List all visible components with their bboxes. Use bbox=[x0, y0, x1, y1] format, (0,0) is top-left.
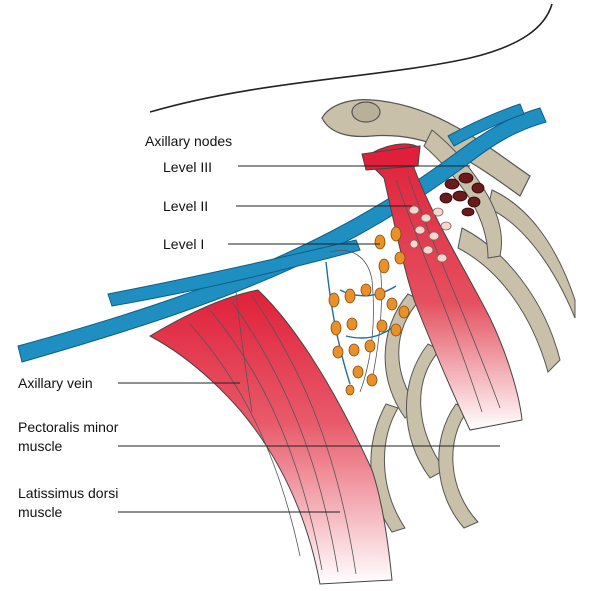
axillary-vein bbox=[17, 103, 547, 363]
label-latissimus-dorsi-2: muscle bbox=[18, 504, 63, 520]
label-level-3: Level III bbox=[163, 159, 212, 175]
label-level-1: Level I bbox=[163, 236, 204, 252]
label-axillary-vein: Axillary vein bbox=[18, 375, 93, 391]
label-latissimus-dorsi: Latissimus dorsi bbox=[18, 485, 118, 501]
leader-lines bbox=[118, 165, 500, 513]
latissimus-dorsi-muscle bbox=[148, 289, 393, 585]
label-axillary-nodes: Axillary nodes bbox=[145, 133, 232, 149]
label-pectoralis-minor: Pectoralis minor bbox=[18, 419, 119, 435]
body-outline bbox=[149, 3, 553, 113]
lymph-vessels bbox=[325, 261, 397, 385]
pectoralis-minor-muscle bbox=[361, 143, 523, 431]
label-pectoralis-minor-2: muscle bbox=[18, 438, 63, 454]
level-1-nodes bbox=[328, 226, 410, 396]
label-level-2: Level II bbox=[163, 198, 208, 214]
level-3-nodes bbox=[439, 172, 485, 217]
clavicle bbox=[321, 99, 531, 197]
level-2-nodes bbox=[408, 205, 452, 263]
